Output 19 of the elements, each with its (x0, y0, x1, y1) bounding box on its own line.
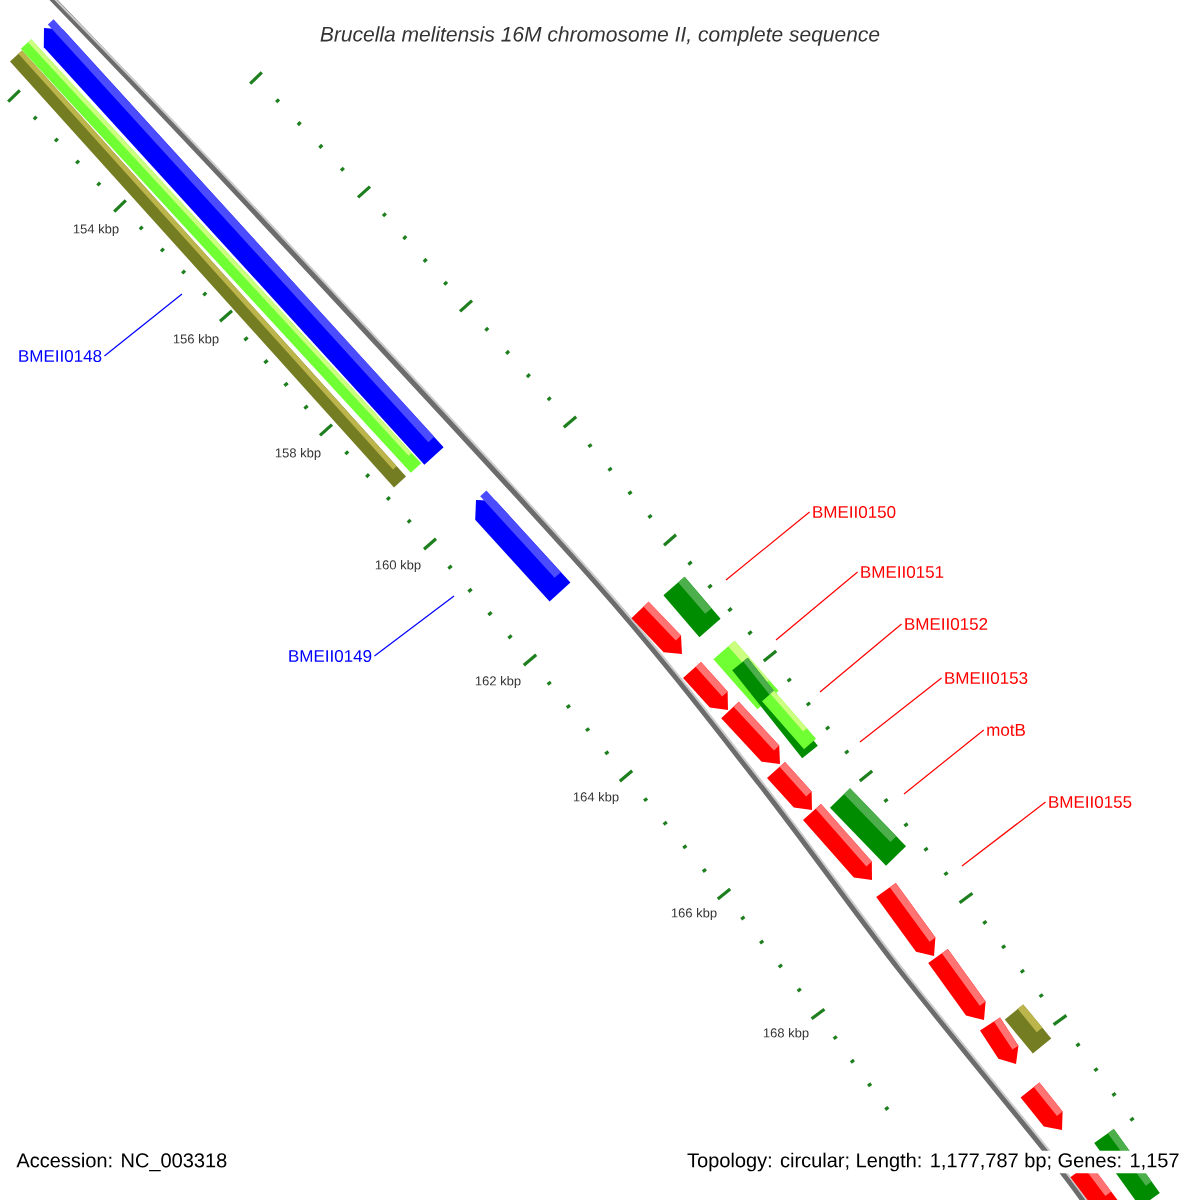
leader-line (725, 511, 811, 581)
leader-line (903, 729, 985, 795)
leader-line (775, 571, 859, 641)
sequence-info-text: Topology: circular; Length: 1,177,787 bp; Genes: 1,157 (685, 1150, 1182, 1174)
leader-line (819, 623, 903, 693)
leader-line (373, 595, 455, 657)
gene-label: BMEII0151 (861, 566, 944, 578)
gene-label: BMEII0155 (1049, 796, 1132, 808)
gene-label: BMEII0153 (945, 672, 1028, 684)
accession-text: Accession: NC_003318 (14, 1150, 230, 1174)
gene-label: BMEII0149 (289, 650, 372, 662)
gene-label: BMEII0152 (905, 618, 988, 630)
leader-line (859, 677, 943, 743)
leader-line (961, 801, 1047, 867)
gene-label: motB (987, 724, 1025, 736)
leader-line (103, 293, 183, 357)
gene-label: BMEII0148 (19, 350, 102, 362)
title: Brucella melitensis 16M chromosome II, complete sequence (320, 26, 880, 46)
gene-label: BMEII0150 (813, 506, 896, 518)
